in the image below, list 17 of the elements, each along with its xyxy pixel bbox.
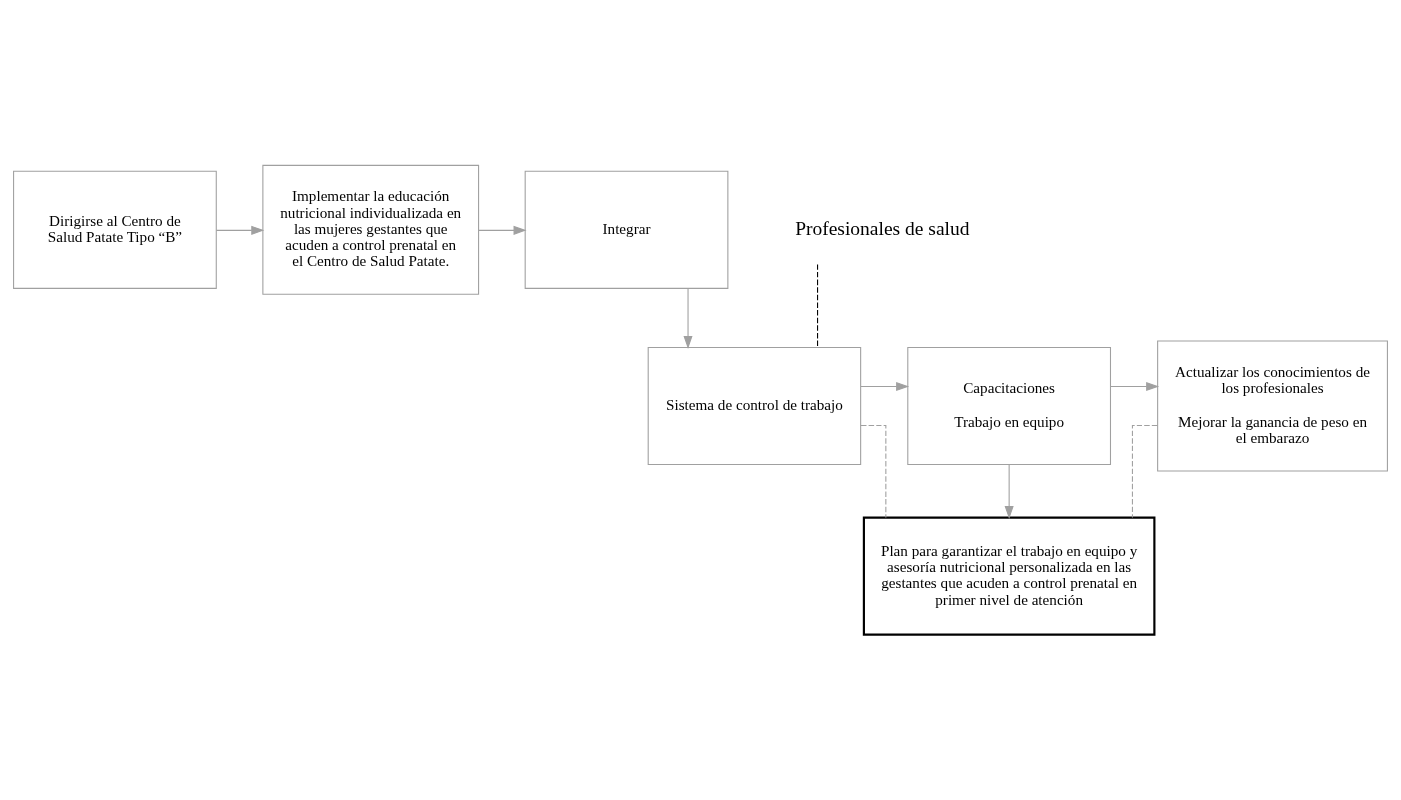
arrow (683, 287, 693, 349)
node-box: Dirigirse al Centro de Salud Patate Tipo “B” (13, 170, 217, 289)
node-box: Actualizar los conocimientos de los profesionales Mejorar la ganancia de peso en el embarazo (1157, 340, 1388, 472)
connector (860, 424, 887, 518)
node-box: Capacitaciones Trabajo en equipo (907, 346, 1112, 466)
node-box: Plan para garantizar el trabajo en equipo y asesoría nutricional personalizada en las gestantes que acuden a control prenatal en primer nivel de atención (862, 516, 1156, 636)
connector (1131, 424, 1158, 518)
node-text: Profesionales de salud (795, 217, 970, 239)
node-box: Implementar la educación nutricional individualizada en las mujeres gestantes que acuden a control prenatal en el Centro de Salud Patate. (262, 164, 480, 295)
connector (817, 264, 819, 348)
node-box: Sistema de control de trabajo (647, 346, 862, 466)
arrow (1004, 463, 1014, 520)
node-box: Integrar (524, 170, 729, 289)
arrow (215, 225, 265, 235)
arrow (478, 225, 527, 235)
arrow (860, 381, 910, 391)
arrow (1110, 381, 1160, 391)
